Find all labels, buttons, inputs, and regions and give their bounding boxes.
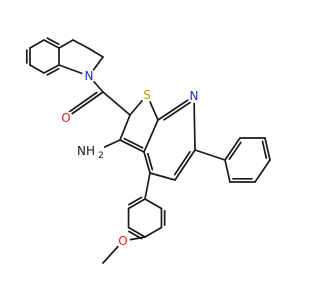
atom-o-methoxy: O	[116, 234, 130, 248]
bond-py4-mp1	[144, 172, 151, 200]
atom-n-tetrahydroquinoline: N	[82, 69, 96, 83]
atom-nh2-amine: NH 2	[74, 144, 104, 161]
atom-o-methoxy-label: O	[118, 234, 127, 248]
atoms-layer: N O S N NH 2 O	[59, 69, 201, 248]
atom-n-label: N	[85, 69, 94, 83]
atom-s-label: S	[143, 88, 151, 102]
bond-py6-py5	[174, 149, 196, 181]
bond-ph6-ph1	[224, 159, 231, 183]
bond-qc3-qc2	[87, 47, 104, 58]
bond-th7a-th3a	[143, 119, 159, 153]
bond-pyN-py6	[193, 95, 196, 151]
bond-th3a-th3	[123, 137, 144, 149]
atom-n-pyridine: N	[187, 89, 201, 103]
bond-qa4-qa5	[46, 67, 60, 76]
bond-qa1-qa2	[29, 39, 45, 49]
bond-mp6-mp1	[144, 198, 163, 210]
bond-mp3-mp4	[127, 226, 146, 238]
bond-ph1-ph2	[224, 137, 241, 161]
bond-th7a-pyN	[157, 95, 195, 121]
bond-py6-ph1	[194, 149, 226, 161]
bond-cC-th2	[102, 91, 131, 116]
bond-qa6-qc4	[58, 39, 74, 49]
atom-nh-label: NH	[77, 144, 95, 158]
bond-cC-cO	[65, 91, 104, 119]
bond-py5-py4	[149, 172, 176, 181]
bond-th7a-pyN	[163, 100, 193, 121]
bonds-layer	[25, 37, 271, 264]
molecule-structure: N O S N NH 2 O	[25, 37, 271, 264]
bond-ph4-ph5	[254, 159, 271, 183]
bond-th3-th2	[119, 114, 131, 141]
bond-mp1-mp2	[128, 196, 143, 206]
bond-ph3-ph4	[261, 140, 268, 159]
bond-py6-py5	[173, 150, 191, 176]
bond-th3a-th3	[119, 139, 145, 153]
atom-s-thiophene: S	[140, 88, 154, 102]
bond-qa3-qa4	[29, 64, 45, 74]
bond-qa4-qa5	[43, 64, 60, 74]
bond-cC-cO	[67, 91, 98, 114]
bond-py4-th3a	[143, 151, 151, 174]
bond-ph3-ph4	[264, 137, 271, 161]
bond-qa6-qa1	[43, 39, 60, 49]
bond-qc4-qc3	[72, 39, 89, 49]
atom-o-label: O	[61, 111, 70, 125]
atom-o-carbonyl: O	[59, 111, 73, 125]
bond-mp4-mp5	[144, 226, 163, 238]
bond-py4-th3a	[146, 152, 154, 171]
atom-nh2-subscript: 2	[98, 151, 104, 161]
bond-qa6-qa1	[46, 37, 60, 46]
atom-n-pyridine-label: N	[190, 89, 199, 103]
bond-mp1-mp2	[127, 198, 146, 210]
bond-ph1-ph2	[228, 141, 242, 161]
